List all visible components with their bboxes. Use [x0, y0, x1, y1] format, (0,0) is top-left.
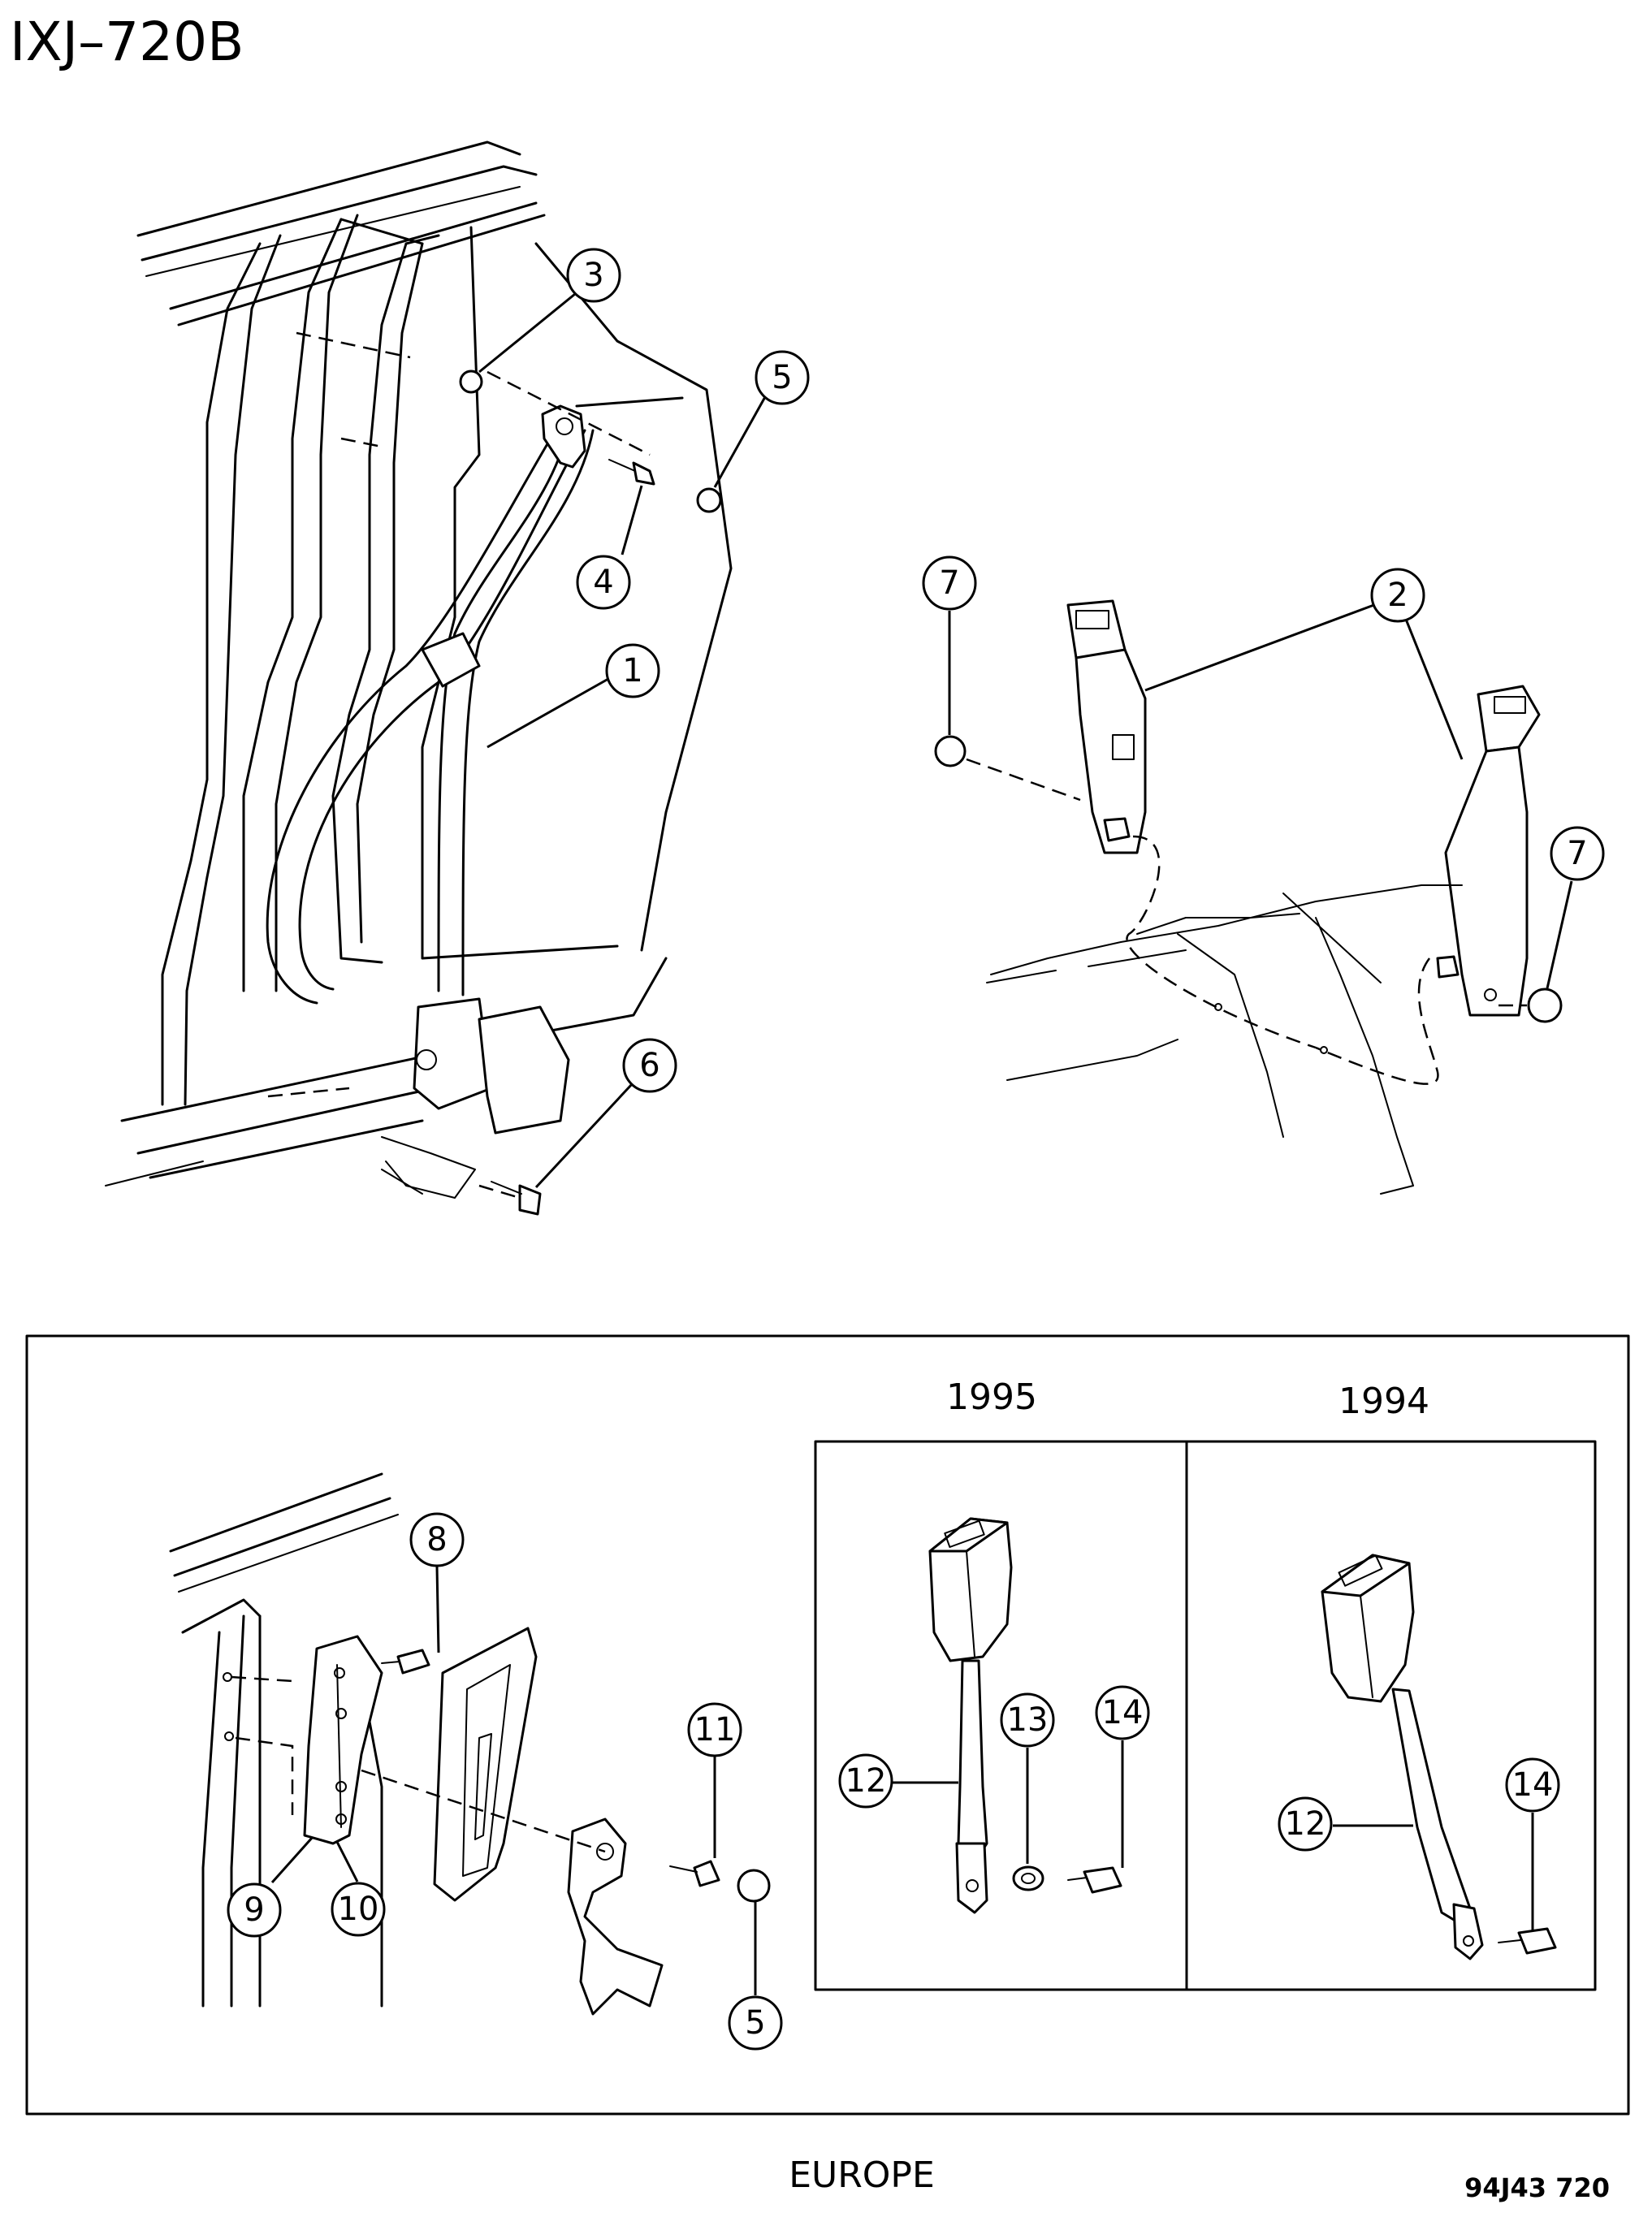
- buckle-1994: [1321, 1554, 1557, 1960]
- svg-text:14: 14: [1102, 1694, 1144, 1731]
- svg-text:5: 5: [772, 359, 792, 396]
- svg-text:12: 12: [1285, 1805, 1326, 1843]
- svg-text:5: 5: [745, 2004, 765, 2042]
- svg-text:7: 7: [1567, 835, 1587, 872]
- year-panels-frame: [814, 1440, 1597, 1991]
- callout-2: 2: [1144, 568, 1464, 760]
- seat-buckle-assembly: [934, 599, 1563, 1195]
- callout-5b: 5: [728, 1902, 783, 2051]
- callout-11: 11: [687, 1702, 742, 1858]
- europe-inset-frame: [25, 1334, 1630, 2116]
- svg-text:10: 10: [338, 1891, 379, 1928]
- callout-7a: 7: [922, 555, 977, 735]
- height-adjuster-assembly: [169, 1472, 771, 2016]
- svg-text:2: 2: [1387, 577, 1408, 614]
- svg-text:14: 14: [1512, 1766, 1554, 1804]
- region-label: EUROPE: [789, 2155, 935, 2196]
- callout-6: 6: [534, 1038, 677, 1189]
- callout-13: 13: [1000, 1692, 1055, 1864]
- callout-12a: 12: [838, 1753, 958, 1809]
- svg-text:1: 1: [622, 652, 642, 689]
- buckle-1995: [928, 1517, 1122, 1914]
- callout-14a: 14: [1095, 1685, 1150, 1868]
- svg-text:7: 7: [939, 564, 959, 602]
- svg-text:4: 4: [593, 564, 613, 601]
- svg-text:8: 8: [426, 1521, 447, 1558]
- callout-14b: 14: [1505, 1757, 1560, 1931]
- callout-3: 3: [478, 248, 621, 374]
- callout-9: 9: [227, 1836, 314, 1938]
- callout-7b: 7: [1546, 826, 1605, 989]
- callout-10: 10: [331, 1841, 386, 1937]
- diagram-id: IXJ–720B: [10, 11, 244, 73]
- svg-text:13: 13: [1007, 1701, 1049, 1739]
- callout-1: 1: [487, 643, 660, 749]
- panel-year-1994: 1994: [1338, 1381, 1429, 1422]
- callout-8: 8: [409, 1512, 465, 1653]
- svg-text:6: 6: [639, 1047, 660, 1084]
- panel-year-1995: 1995: [946, 1377, 1037, 1418]
- svg-text:9: 9: [244, 1891, 264, 1929]
- callout-12b: 12: [1278, 1796, 1413, 1852]
- svg-text:11: 11: [694, 1711, 736, 1748]
- svg-text:3: 3: [583, 257, 603, 294]
- drawing-code: 94J43 720: [1464, 2172, 1610, 2203]
- callout-4: 4: [576, 485, 643, 610]
- svg-text:12: 12: [845, 1762, 887, 1800]
- b-pillar-assembly: [105, 140, 733, 1216]
- callout-5: 5: [713, 350, 810, 488]
